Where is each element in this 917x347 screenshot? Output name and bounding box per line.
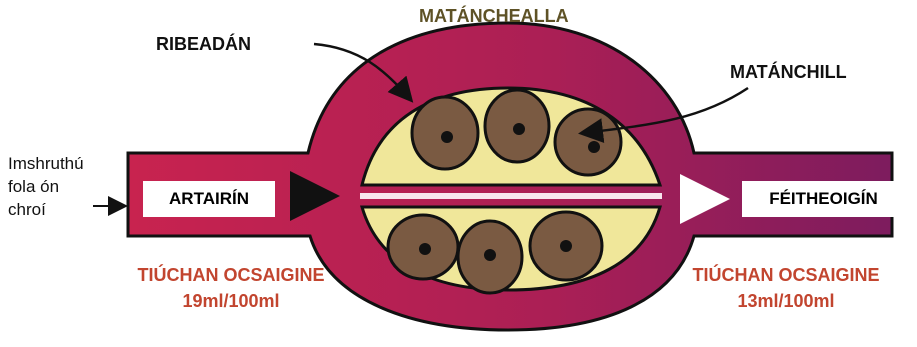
blood-flow-line1: Imshruthú xyxy=(8,152,84,175)
blood-flow-line2: fola ón xyxy=(8,175,84,198)
muscle-cell xyxy=(412,97,478,169)
oxygen-left: TIÚCHAN OCSAIGINE 19ml/100ml xyxy=(103,262,359,314)
oxygen-left-value: 19ml/100ml xyxy=(103,288,359,314)
blood-flow-label: Imshruthú fola ón chroí xyxy=(8,152,84,221)
artery-label: ARTAIRÍN xyxy=(143,181,275,217)
muscle-cell xyxy=(458,221,522,293)
oxygen-right: TIÚCHAN OCSAIGINE 13ml/100ml xyxy=(658,262,914,314)
title-label: MATÁNCHEALLA xyxy=(419,6,569,27)
vessel-wall-label: RIBEADÁN xyxy=(156,34,251,55)
blood-flow-line3: chroí xyxy=(8,198,84,221)
venule-label: FÉITHEOIGÍN xyxy=(742,181,905,217)
muscle-cell-label: MATÁNCHILL xyxy=(730,62,847,83)
muscle-cell xyxy=(530,212,602,280)
oxygen-left-label: TIÚCHAN OCSAIGINE xyxy=(103,262,359,288)
oxygen-right-label: TIÚCHAN OCSAIGINE xyxy=(658,262,914,288)
oxygen-right-value: 13ml/100ml xyxy=(658,288,914,314)
muscle-cell xyxy=(388,215,458,279)
muscle-cell xyxy=(485,90,549,162)
muscle-cell xyxy=(555,109,621,175)
